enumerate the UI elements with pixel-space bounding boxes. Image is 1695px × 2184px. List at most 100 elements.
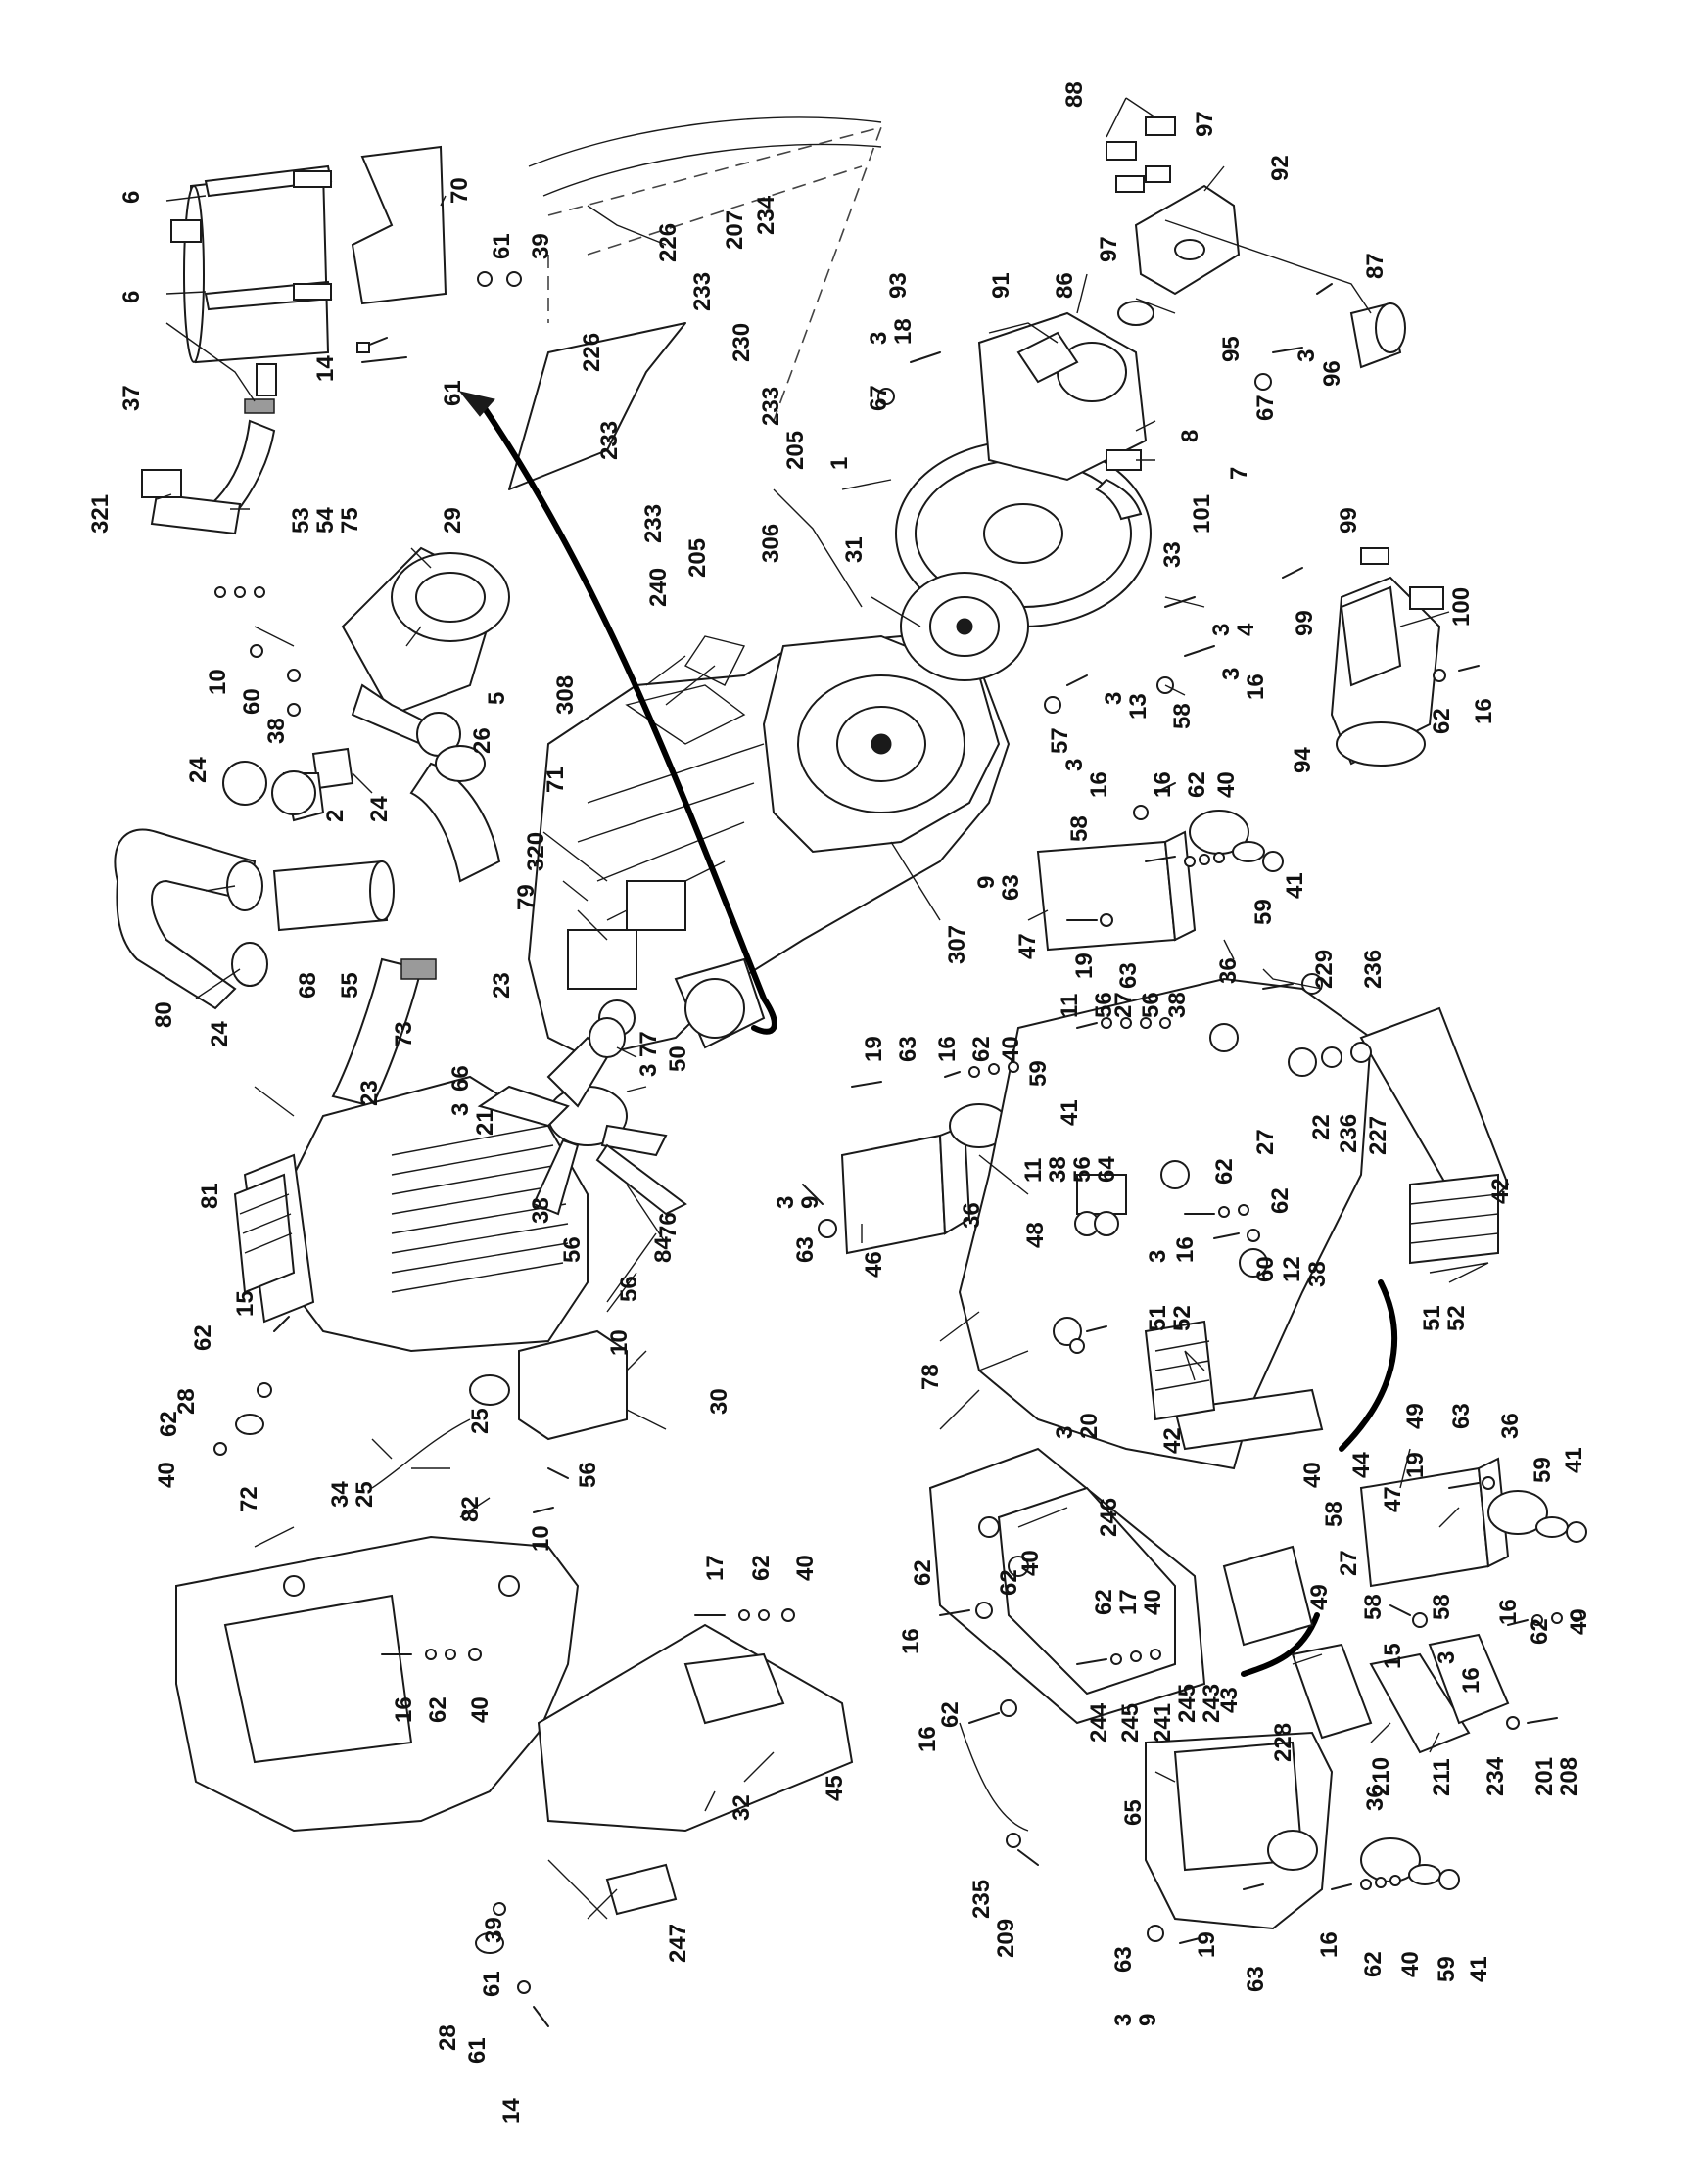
callout-40: 40 — [1213, 771, 1240, 798]
callout-229: 229 — [1311, 950, 1338, 989]
callout-245: 245 — [1117, 1703, 1144, 1743]
muffler — [170, 164, 333, 414]
callout-62: 62 — [1211, 1158, 1238, 1185]
callout-14: 14 — [312, 355, 339, 382]
callout-23: 23 — [356, 1080, 383, 1106]
callout-233: 233 — [758, 387, 784, 426]
callout-3: 3 — [1061, 759, 1088, 771]
callout-3: 3 — [1145, 1250, 1171, 1263]
callout-308: 308 — [552, 675, 579, 715]
frame-outline — [508, 116, 883, 490]
callout-70: 70 — [447, 177, 473, 204]
callout-61: 61 — [489, 233, 515, 259]
callout-27: 27 — [1252, 1129, 1279, 1155]
callout-96: 96 — [1319, 360, 1345, 387]
cable-240 — [477, 398, 777, 1035]
callout-62: 62 — [1184, 771, 1210, 798]
callout-63: 63 — [1115, 962, 1142, 989]
callout-240: 240 — [645, 568, 672, 607]
callout-62: 62 — [1360, 1951, 1387, 1977]
exhaust-pipe — [141, 419, 276, 598]
callout-45: 45 — [822, 1775, 848, 1801]
callout-62: 62 — [996, 1569, 1022, 1596]
cable-240-arrow — [458, 391, 495, 417]
callout-28: 28 — [435, 2024, 461, 2051]
callout-27: 27 — [1110, 992, 1137, 1018]
engine-block — [527, 634, 1011, 1059]
callout-59: 59 — [1250, 899, 1277, 925]
callout-78: 78 — [918, 1364, 944, 1390]
callout-62: 62 — [1527, 1618, 1553, 1645]
callout-16: 16 — [1495, 1599, 1522, 1625]
callout-63: 63 — [895, 1036, 921, 1062]
callout-16: 16 — [391, 1696, 417, 1723]
callout-24: 24 — [366, 796, 393, 822]
callout-5: 5 — [484, 692, 510, 705]
callout-62: 62 — [1429, 708, 1455, 734]
callout-40: 40 — [1140, 1589, 1166, 1615]
callout-61: 61 — [479, 1971, 505, 1997]
callout-15: 15 — [1380, 1643, 1406, 1669]
callout-93: 93 — [885, 272, 912, 299]
callout-236: 236 — [1336, 1114, 1362, 1153]
callout-10: 10 — [528, 1525, 554, 1552]
callout-31: 31 — [841, 536, 868, 563]
strap-49-lower — [1241, 1612, 1320, 1677]
callout-67: 67 — [1252, 395, 1279, 421]
callout-55: 55 — [337, 972, 363, 999]
callout-63: 63 — [792, 1236, 819, 1263]
bracket-210-211 — [1291, 1633, 1510, 1754]
callout-25: 25 — [352, 1481, 378, 1508]
callout-87: 87 — [1362, 253, 1389, 279]
callout-80: 80 — [151, 1001, 177, 1028]
callout-65: 65 — [1120, 1799, 1147, 1826]
callout-27: 27 — [1336, 1550, 1362, 1576]
callout-62: 62 — [190, 1324, 216, 1351]
callout-53: 53 — [288, 507, 314, 534]
callout-40: 40 — [1566, 1608, 1592, 1635]
callout-306: 306 — [758, 524, 784, 563]
callout-95: 95 — [1218, 336, 1245, 362]
callout-61: 61 — [440, 380, 466, 406]
callout-14: 14 — [498, 2098, 525, 2124]
callout-33: 33 — [1159, 541, 1186, 568]
callout-84: 84 — [650, 1236, 677, 1263]
callout-246: 246 — [1096, 1498, 1122, 1537]
base-frame — [958, 977, 1510, 1470]
callout-63: 63 — [998, 874, 1024, 901]
callout-52: 52 — [1443, 1305, 1470, 1331]
callout-labels: 6 6 70 61 39 61 14 37 321 53 54 75 29 10… — [87, 81, 1592, 2124]
callout-62: 62 — [968, 1036, 995, 1062]
callout-38: 38 — [1045, 1156, 1071, 1183]
callout-16: 16 — [1471, 698, 1497, 724]
callout-16: 16 — [934, 1036, 961, 1062]
callout-28: 28 — [173, 1388, 200, 1415]
callout-320: 320 — [523, 832, 549, 871]
callout-62: 62 — [910, 1559, 936, 1586]
callout-7: 7 — [1226, 467, 1252, 480]
callout-86: 86 — [1052, 272, 1078, 299]
intake-hoses — [114, 745, 501, 1108]
callout-1: 1 — [826, 457, 853, 470]
callout-97: 97 — [1096, 236, 1122, 262]
callout-94: 94 — [1290, 747, 1316, 773]
callout-9: 9 — [1135, 2014, 1161, 2026]
callout-66: 66 — [447, 1065, 474, 1092]
fan — [477, 1017, 687, 1216]
callout-3: 3 — [1101, 692, 1127, 705]
callout-10: 10 — [205, 669, 231, 695]
callout-3: 3 — [1218, 668, 1245, 680]
callout-73: 73 — [391, 1021, 417, 1047]
hardware — [213, 271, 1582, 2027]
callout-82: 82 — [457, 1496, 484, 1522]
callout-64: 64 — [1094, 1156, 1120, 1183]
callout-9: 9 — [973, 876, 1000, 889]
callout-210: 210 — [1368, 1757, 1394, 1796]
callout-21: 21 — [472, 1109, 498, 1136]
callout-16: 16 — [1458, 1667, 1484, 1694]
callout-243: 243 — [1199, 1684, 1225, 1723]
callout-63: 63 — [1448, 1403, 1475, 1429]
callout-40: 40 — [998, 1036, 1024, 1062]
callout-56: 56 — [1138, 992, 1164, 1018]
